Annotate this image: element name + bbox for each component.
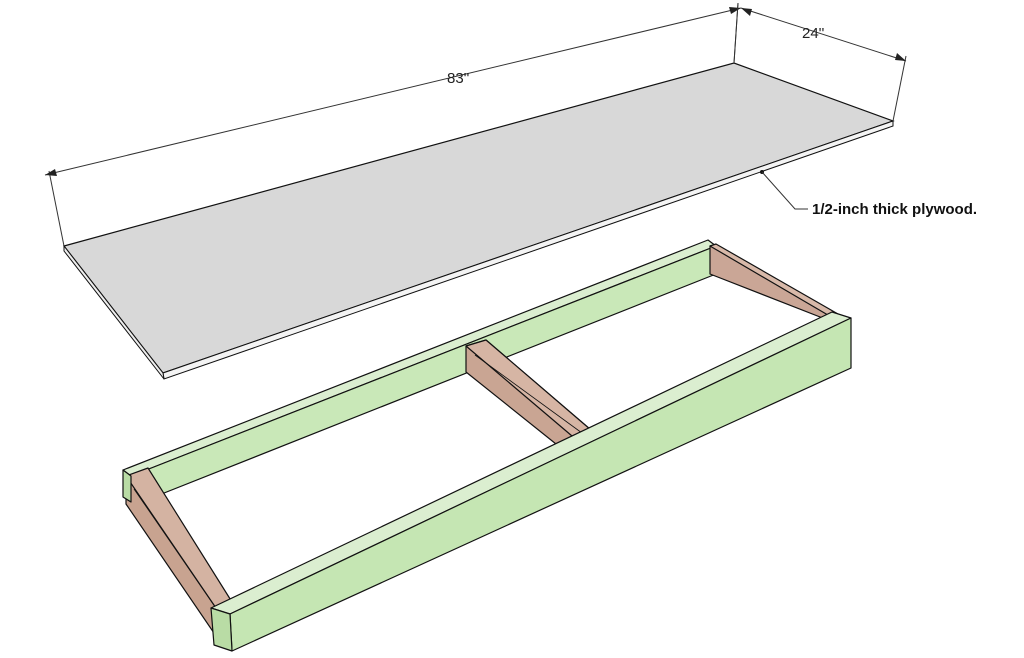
- back-rail-end-face: [122, 469, 132, 503]
- plywood-top-face: [62, 62, 895, 374]
- dimension-line-83: [44, 7, 742, 176]
- frame-assembly: [122, 239, 852, 652]
- callout-label: 1/2-inch thick plywood.: [812, 201, 977, 218]
- plywood-top-panel: [62, 62, 895, 380]
- dimension-line-24: [740, 7, 907, 62]
- extension-line-back: [733, 2, 739, 64]
- plywood-callout: 1/2-inch thick plywood.: [760, 170, 977, 218]
- front-rail-end-face: [210, 607, 233, 652]
- arrowhead-right: [729, 7, 741, 14]
- arrowhead-front: [895, 53, 906, 61]
- plywood-side-edge: [63, 244, 165, 380]
- dimension-label-83: 83'': [447, 70, 470, 87]
- extension-line-front: [892, 55, 907, 122]
- dimension-24-in: [733, 2, 907, 122]
- front-rail-top: [210, 311, 852, 615]
- arrowhead-left: [45, 169, 57, 176]
- left-crosspiece-top: [125, 467, 233, 609]
- extension-line-left: [48, 170, 65, 247]
- left-crosspiece-edge: [133, 488, 221, 615]
- callout-leader: [761, 171, 808, 210]
- middle-crosspiece-edge: [474, 354, 583, 434]
- dimension-label-24: 24'': [802, 25, 825, 42]
- arrowhead-back: [741, 8, 752, 16]
- front-rail-front-face: [229, 317, 852, 652]
